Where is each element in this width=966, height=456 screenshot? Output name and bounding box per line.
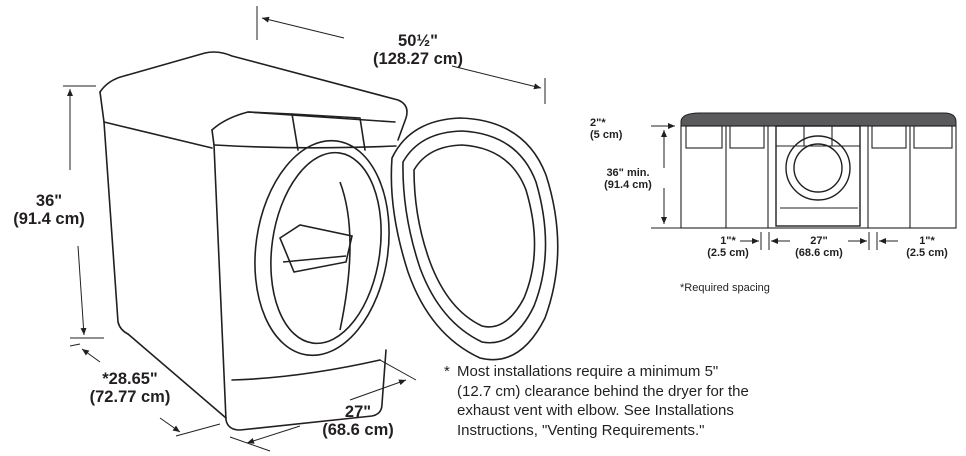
width-door-open-cm: (128.27 cm) <box>373 50 463 69</box>
left-side-label: 1"* (2.5 cm) <box>702 235 754 260</box>
width-in: 27" <box>344 403 372 421</box>
left-side-cm: (2.5 cm) <box>707 247 749 260</box>
min-height-in: 36" min. <box>606 167 650 179</box>
min-height-cm: (91.4 cm) <box>604 179 652 192</box>
footnote-line: (12.7 cm) clearance behind the dryer for… <box>457 382 749 400</box>
depth-dimension-lines <box>69 343 221 437</box>
countertop <box>680 112 957 127</box>
width-door-open-dimension-lines <box>256 6 546 104</box>
footnote-line: Instructions, "Venting Requirements." <box>457 421 705 439</box>
depth-cm: (72.77 cm) <box>89 388 171 407</box>
height-cm: (91.4 cm) <box>13 210 85 229</box>
top-clearance-in: 2"* <box>590 117 606 129</box>
top-clearance-cm: (5 cm) <box>590 129 623 142</box>
right-side-label: 1"* (2.5 cm) <box>898 235 956 260</box>
height-in: 36" <box>35 192 63 210</box>
center-width-label: 27" (68.6 cm) <box>790 235 848 260</box>
footnote-body: Most installations require a minimum 5" … <box>457 362 857 440</box>
open-door <box>390 117 559 361</box>
width-cm: (68.6 cm) <box>322 421 394 440</box>
left-side-in: 1"* <box>720 235 736 247</box>
right-side-in: 1"* <box>919 235 935 247</box>
width-door-open-label: 50½" (128.27 cm) <box>360 32 476 69</box>
center-width-in: 27" <box>810 235 828 247</box>
footnote-star: * <box>444 363 450 380</box>
center-width-cm: (68.6 cm) <box>795 247 843 260</box>
installation-diagram <box>651 112 957 250</box>
top-clearance-label: 2"* (5 cm) <box>590 117 642 142</box>
depth-in: *28.65" <box>102 370 158 388</box>
drum-opening <box>254 139 390 357</box>
height-label: 36" (91.4 cm) <box>0 192 98 229</box>
footnote-line: Most installations require a minimum 5" <box>457 363 719 380</box>
width-dimension-lines <box>229 359 417 452</box>
min-height-label: 36" min. (91.4 cm) <box>592 167 664 192</box>
footnote-line: exhaust vent with elbow. See Installatio… <box>457 402 734 419</box>
right-side-cm: (2.5 cm) <box>906 247 948 260</box>
height-dimension-lines <box>63 85 104 339</box>
required-spacing-note: *Required spacing <box>680 282 770 294</box>
width-label: 27" (68.6 cm) <box>306 403 410 440</box>
width-door-open-in: 50½" <box>398 32 438 50</box>
dryer-body <box>99 51 408 431</box>
depth-label: *28.65" (72.77 cm) <box>74 370 186 407</box>
